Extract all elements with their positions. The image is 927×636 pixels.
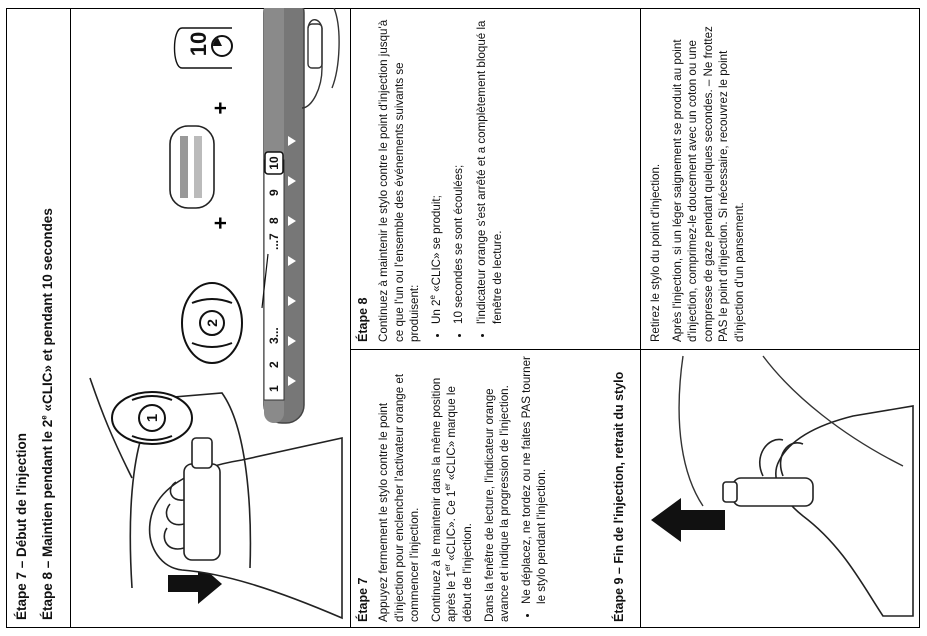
- window-blocked-icon: [169, 125, 215, 209]
- svg-text:8: 8: [267, 217, 281, 224]
- removal-illustration: [651, 355, 914, 617]
- step9-divider: [640, 8, 641, 628]
- click-two-callout-icon: 2: [181, 282, 243, 364]
- step9-title: Étape 9 – Fin de l'injection, retrait du…: [612, 371, 626, 622]
- step7-title: Étape 7: [356, 577, 370, 622]
- svg-text:1: 1: [144, 414, 161, 422]
- step9-body: Retirez le stylo du point d'injection. A…: [649, 26, 746, 342]
- header-divider: [70, 8, 71, 628]
- progress-arrows: [288, 136, 296, 386]
- svg-text:9: 9: [267, 189, 281, 196]
- svg-text:2: 2: [267, 361, 281, 368]
- scale-numbers: 1 2 3... ...7 8 9 10: [264, 151, 284, 392]
- injection-illustration: 1 1 2 3... ...7 8 9 10: [89, 8, 343, 620]
- step8-heading: Étape 8 – Maintien pendant le 2e «CLIC» …: [39, 208, 56, 620]
- hand-pen-illustration: [89, 377, 343, 620]
- svg-text:10: 10: [186, 32, 211, 56]
- svg-text:2: 2: [204, 319, 220, 327]
- step8-body: Continuez à maintenir le stylo contre le…: [376, 16, 512, 342]
- step8-title: Étape 8: [356, 297, 370, 342]
- middle-divider: [350, 8, 351, 628]
- svg-text:3...: 3...: [267, 327, 281, 344]
- pull-arrow-icon: [651, 498, 725, 542]
- plus-sign-1: +: [208, 217, 233, 230]
- click-one-callout-icon: 1: [111, 391, 193, 445]
- step7-heading: Étape 7 – Début de l'injection: [14, 433, 29, 620]
- svg-text:10: 10: [267, 156, 281, 170]
- svg-text:...7: ...7: [267, 233, 281, 250]
- timer-icon: 10: [173, 27, 233, 69]
- svg-text:1: 1: [267, 385, 281, 392]
- step7-body: Appuyez fermement le stylo contre le poi…: [376, 356, 557, 622]
- plus-sign-2: +: [208, 102, 233, 115]
- hand-pen-removal: [722, 405, 914, 617]
- hand-sketch-top: [301, 8, 340, 109]
